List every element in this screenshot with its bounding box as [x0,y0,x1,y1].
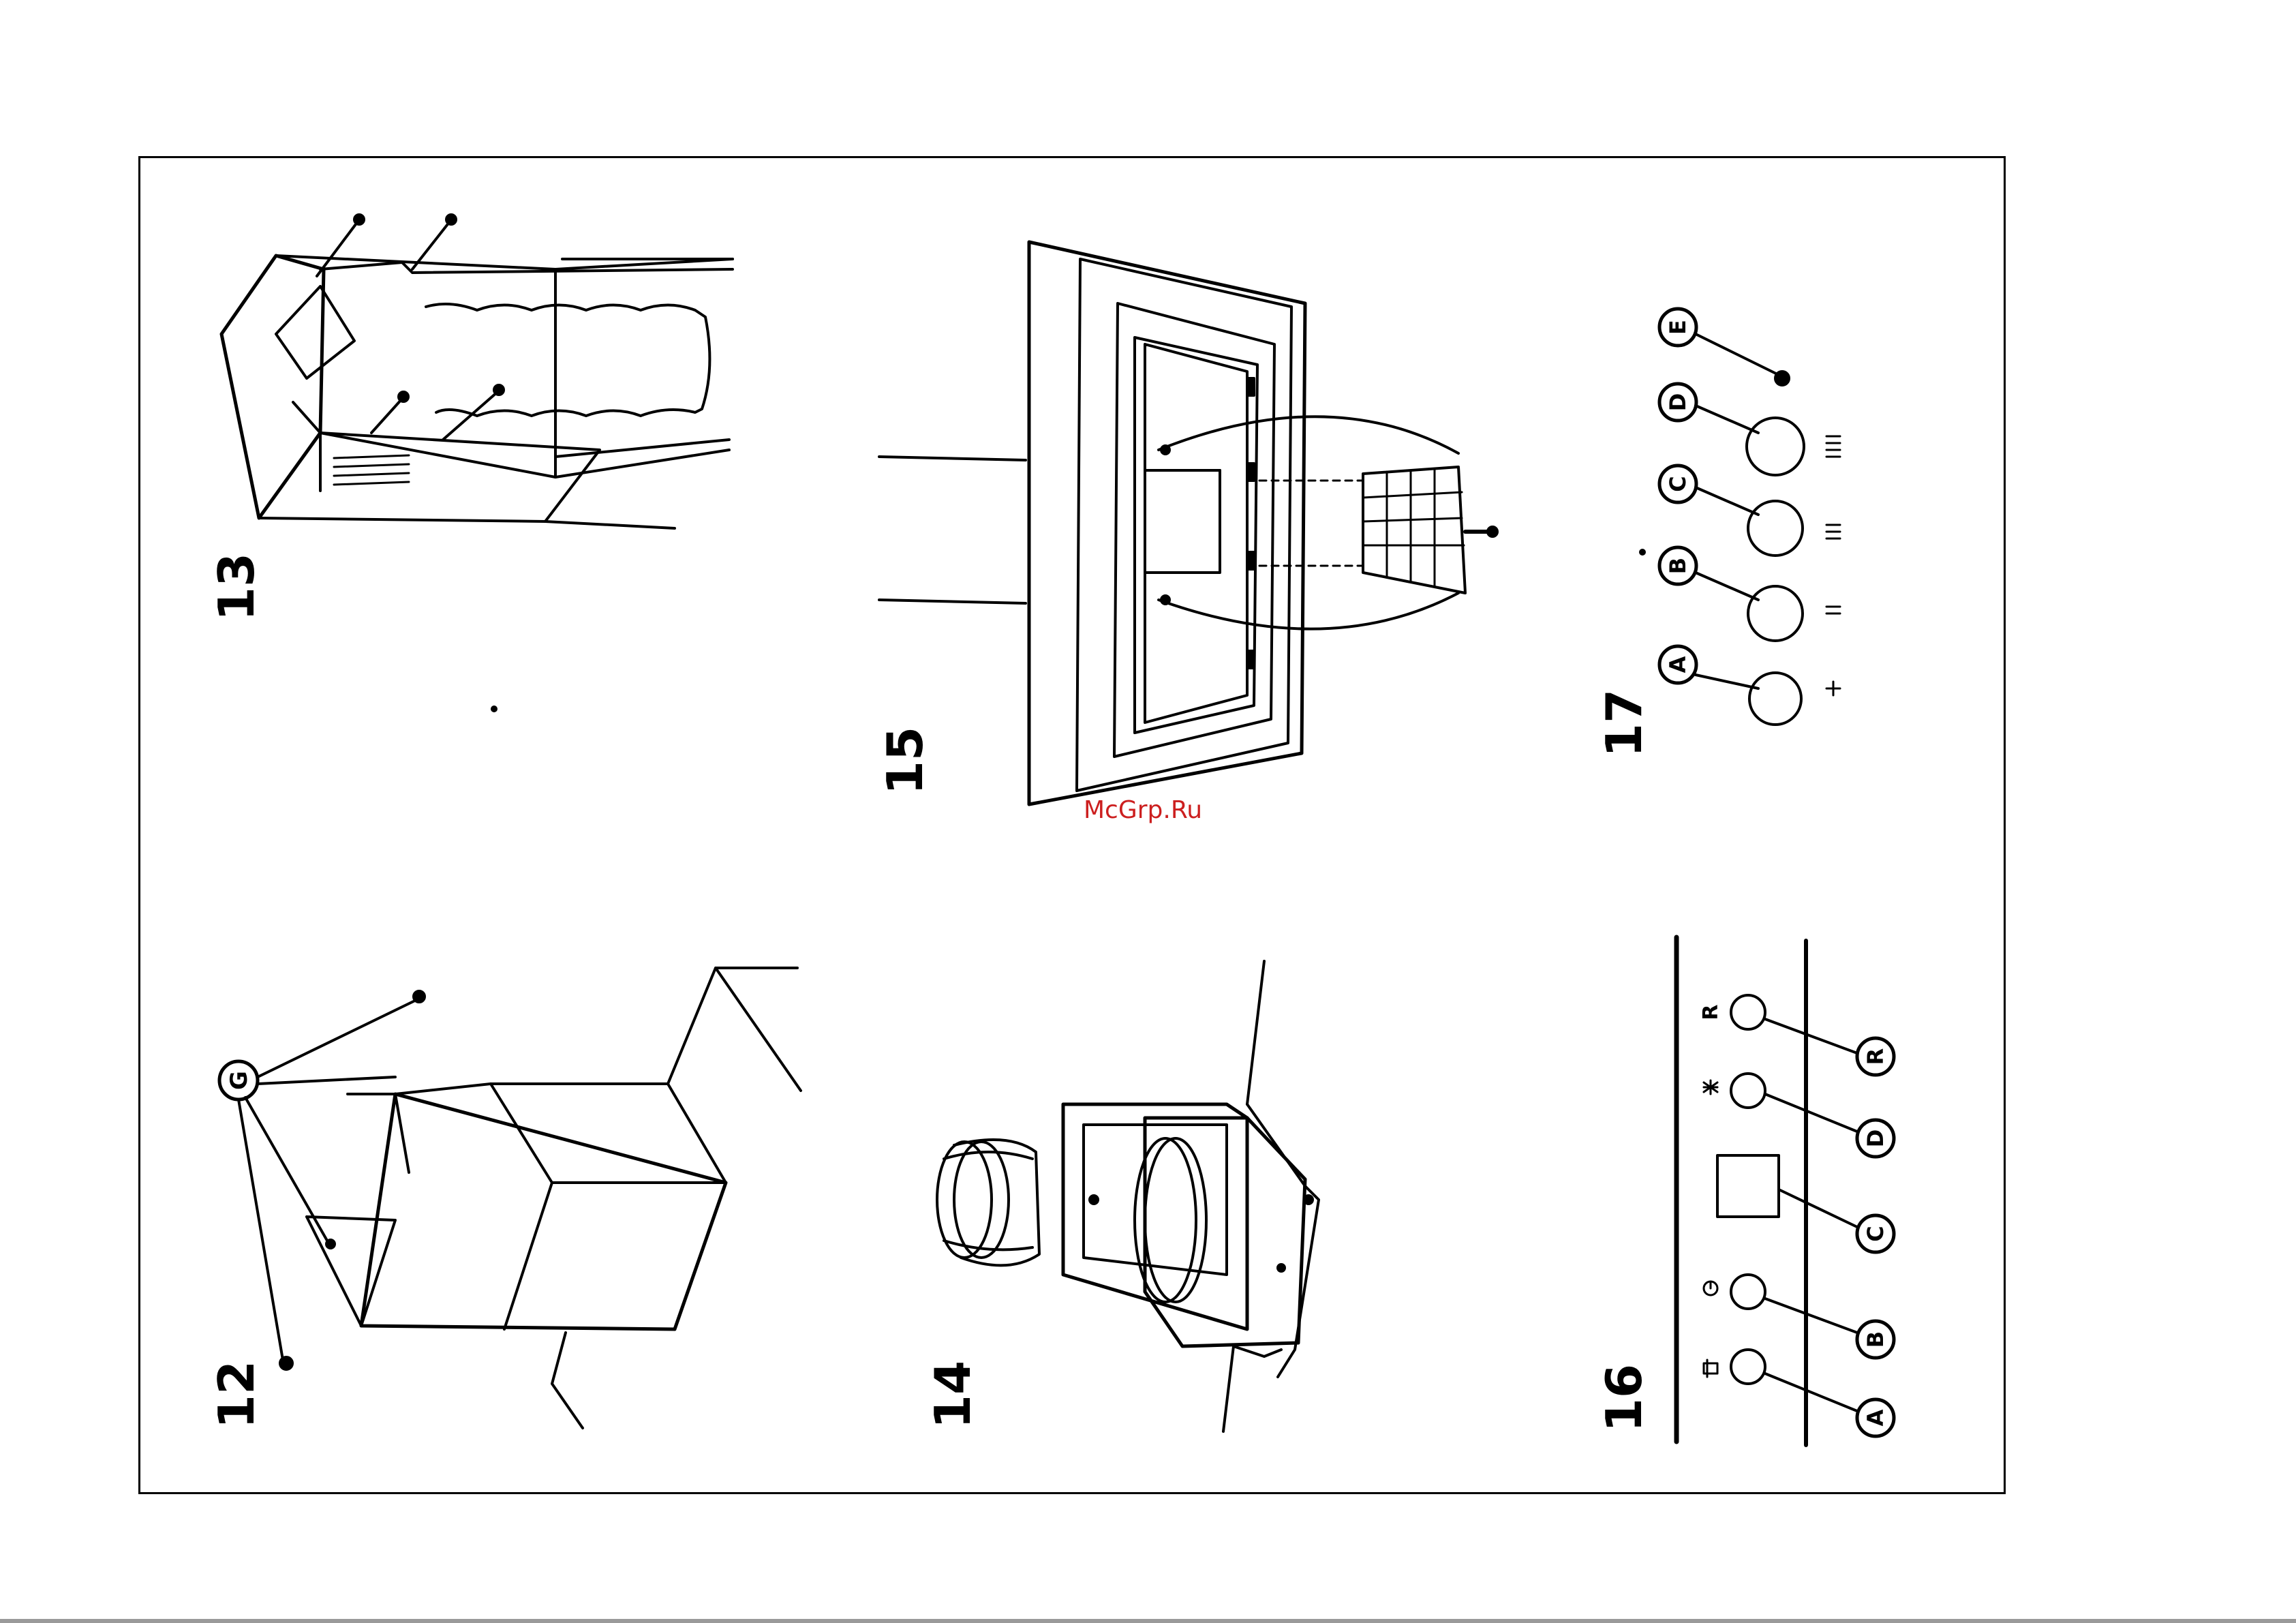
figure-label-16: 16 [1599,1364,1649,1432]
figure-label-14: 14 [928,1361,977,1429]
figure-14-motor-assembly [937,961,1319,1431]
callout-letter-g-12: G [226,1071,253,1090]
light-icon [1704,1080,1717,1094]
panel-16-button-d [1731,1074,1765,1108]
panel-16-text-r: R [1699,1004,1723,1020]
power-icon [1704,1360,1717,1377]
callout-letter-a-17: A [1665,656,1691,673]
figure-13-hood-duct [221,215,733,711]
callout-letter-d-17: D [1665,393,1691,412]
figure-label-13: 13 [212,553,261,621]
panel-16-button-a [1731,1350,1765,1384]
figure-label-15: 15 [881,727,930,795]
knob-17-d [1747,418,1804,475]
fan-icon [1704,1281,1717,1295]
knob-17-a [1749,673,1801,725]
panel-16-button-c [1717,1155,1779,1217]
watermark-text: McGrp.Ru [1084,796,1202,824]
callout-letter-d-16: D [1863,1129,1888,1148]
knob-17-b [1748,586,1803,641]
callout-letter-c-17: C [1665,476,1691,491]
figure-15-filter-frame [879,242,1497,804]
callout-letter-b-17: B [1665,558,1691,574]
callout-letter-a-16: A [1863,1409,1888,1426]
panel-16-button-r [1731,995,1765,1029]
callout-letter-c-16: C [1863,1226,1888,1241]
panel-16-button-b [1731,1275,1765,1309]
knob-17-c [1748,501,1803,556]
figure-label-17: 17 [1599,689,1649,757]
callout-letter-b-16: B [1863,1331,1888,1348]
figure-12-chimney [219,968,801,1428]
bottom-rule [0,1619,2296,1623]
callout-letter-e-17: E [1665,320,1691,335]
callout-letter-r-16: R [1863,1048,1888,1065]
figure-label-12: 12 [212,1361,261,1429]
